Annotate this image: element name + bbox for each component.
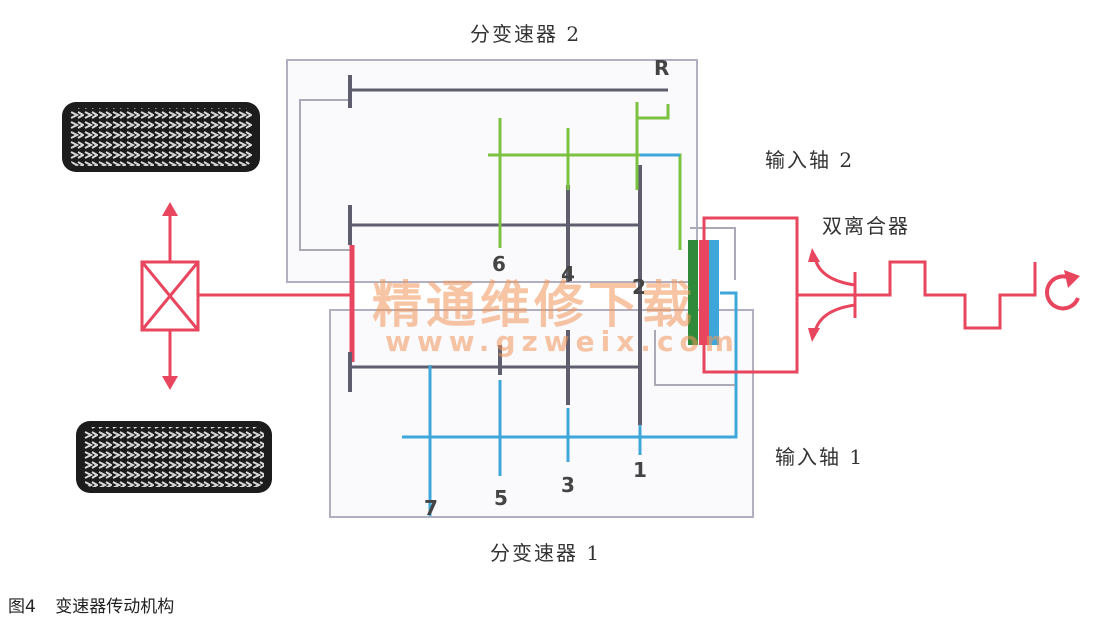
figure-number: 图4 [8,597,36,617]
clutch-arrow-up [813,257,856,287]
gear-label-1: 1 [633,458,647,482]
figure-caption: 图4 变速器传动机构 [8,592,174,617]
gear-label-6: 6 [492,252,506,276]
input-shaft-2-label: 输入轴 2 [765,148,855,172]
dual-clutch-label: 双离合器 [822,214,910,238]
watermark-url: www.gzweix.com [385,325,740,358]
input-shaft-1 [402,240,738,516]
input-shaft-1-label: 输入轴 1 [775,445,865,469]
gear-label-reverse: R [654,56,670,80]
gear-label-4: 4 [561,262,575,286]
sub-gearbox-1-box [329,309,754,518]
watermark-text: 精通维修下载 [372,276,696,334]
gear-label-5: 5 [494,486,508,510]
figure-title: 变速器传动机构 [55,597,175,617]
sub-gearbox-2-label: 分变速器 2 [470,22,582,46]
lower-link-gray [654,330,735,386]
gear-label-3: 3 [561,473,575,497]
output-link-upper [299,99,350,251]
wheel-bottom [76,421,272,493]
sub-gearbox-2-box [286,59,698,283]
gear-label-7: 7 [424,496,438,520]
gear-label-2: 2 [632,275,646,299]
engine-rotation-icon [1045,270,1080,311]
dual-clutch [702,216,1037,374]
clutch-arrow-down [813,303,856,333]
output-gears [348,75,642,425]
wheel-top [62,102,260,172]
differential [140,202,352,390]
sub-gearbox-1-label: 分变速器 1 [490,541,602,565]
